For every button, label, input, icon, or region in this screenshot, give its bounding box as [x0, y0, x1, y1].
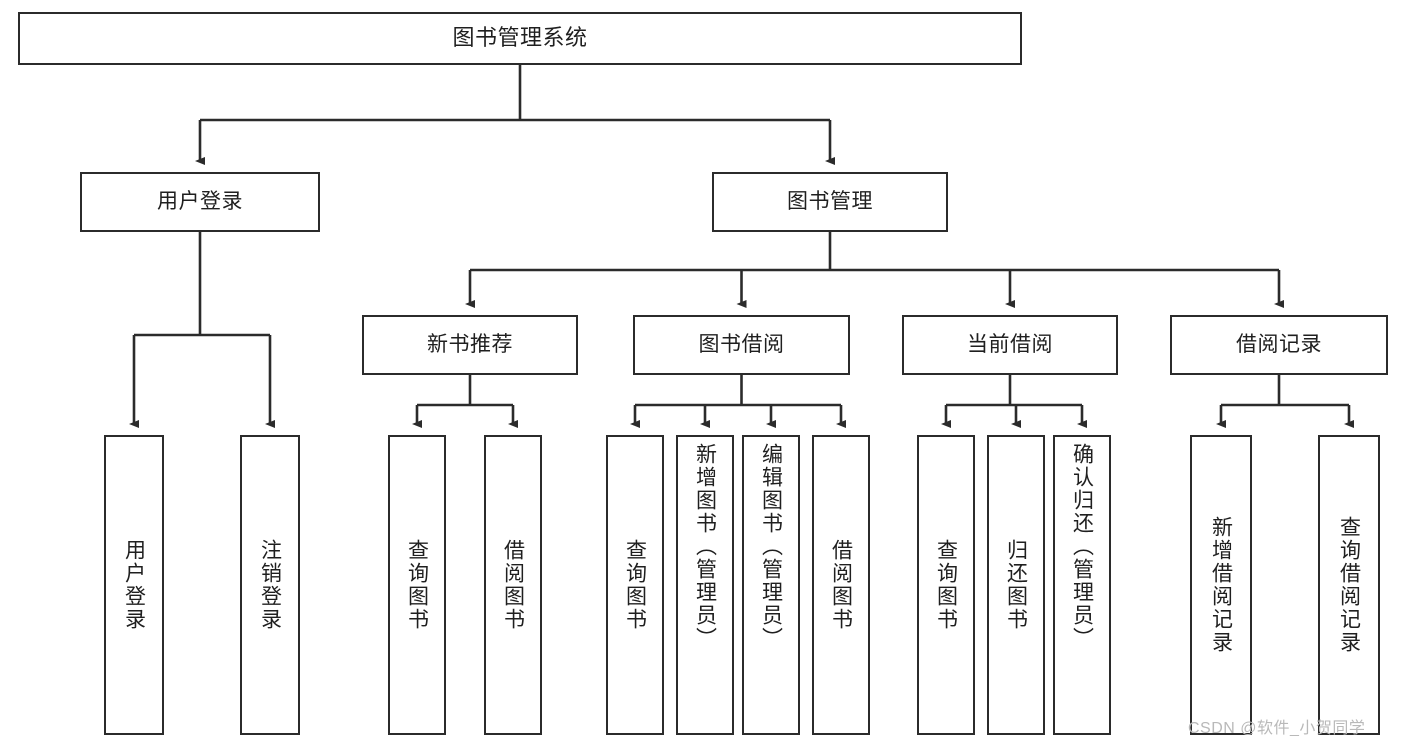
node-leaf-query-book-2[interactable]: 查询图书	[606, 435, 664, 735]
node-leaf-edit-book-label: 编辑图书（管理员）	[759, 443, 783, 650]
node-leaf-add-book[interactable]: 新增图书（管理员）	[676, 435, 734, 735]
node-leaf-user-login[interactable]: 用户登录	[104, 435, 164, 735]
node-leaf-user-login-label: 用户登录	[122, 539, 146, 631]
node-current-borrow-label: 当前借阅	[967, 333, 1053, 357]
watermark: CSDN @软件_小贺同学	[1188, 720, 1366, 737]
node-book-borrow-label: 图书借阅	[698, 333, 785, 357]
node-leaf-return-book-label: 归还图书	[1004, 539, 1028, 631]
node-new-book-recommend[interactable]: 新书推荐	[362, 315, 578, 375]
node-leaf-query-book-3[interactable]: 查询图书	[917, 435, 975, 735]
node-borrow-record[interactable]: 借阅记录	[1170, 315, 1388, 375]
node-user-login-label: 用户登录	[157, 190, 243, 214]
node-leaf-add-book-label: 新增图书（管理员）	[693, 443, 717, 650]
node-borrow-record-label: 借阅记录	[1236, 333, 1322, 357]
node-leaf-query-record[interactable]: 查询借阅记录	[1318, 435, 1380, 735]
node-new-book-recommend-label: 新书推荐	[427, 333, 513, 357]
node-leaf-logout-label: 注销登录	[258, 539, 282, 631]
node-book-manage-label: 图书管理	[787, 190, 873, 214]
node-leaf-return-book[interactable]: 归还图书	[987, 435, 1045, 735]
node-current-borrow[interactable]: 当前借阅	[902, 315, 1118, 375]
node-root-label: 图书管理系统	[452, 25, 588, 51]
node-leaf-confirm-return[interactable]: 确认归还（管理员）	[1053, 435, 1111, 735]
node-user-login[interactable]: 用户登录	[80, 172, 320, 232]
node-leaf-borrow-book-1[interactable]: 借阅图书	[484, 435, 542, 735]
node-root[interactable]: 图书管理系统	[18, 12, 1022, 65]
node-leaf-logout[interactable]: 注销登录	[240, 435, 300, 735]
node-book-borrow[interactable]: 图书借阅	[633, 315, 850, 375]
node-leaf-confirm-return-label: 确认归还（管理员）	[1070, 443, 1094, 650]
node-leaf-add-record-label: 新增借阅记录	[1209, 516, 1233, 654]
node-leaf-query-book-1-label: 查询图书	[405, 539, 429, 631]
node-leaf-query-book-2-label: 查询图书	[623, 539, 647, 631]
node-leaf-query-record-label: 查询借阅记录	[1337, 516, 1361, 654]
node-leaf-edit-book[interactable]: 编辑图书（管理员）	[742, 435, 800, 735]
node-leaf-query-book-3-label: 查询图书	[934, 539, 958, 631]
node-leaf-borrow-book-1-label: 借阅图书	[501, 539, 525, 631]
node-leaf-borrow-book-2[interactable]: 借阅图书	[812, 435, 870, 735]
node-leaf-query-book-1[interactable]: 查询图书	[388, 435, 446, 735]
node-leaf-borrow-book-2-label: 借阅图书	[829, 539, 853, 631]
node-book-manage[interactable]: 图书管理	[712, 172, 948, 232]
node-leaf-add-record[interactable]: 新增借阅记录	[1190, 435, 1252, 735]
